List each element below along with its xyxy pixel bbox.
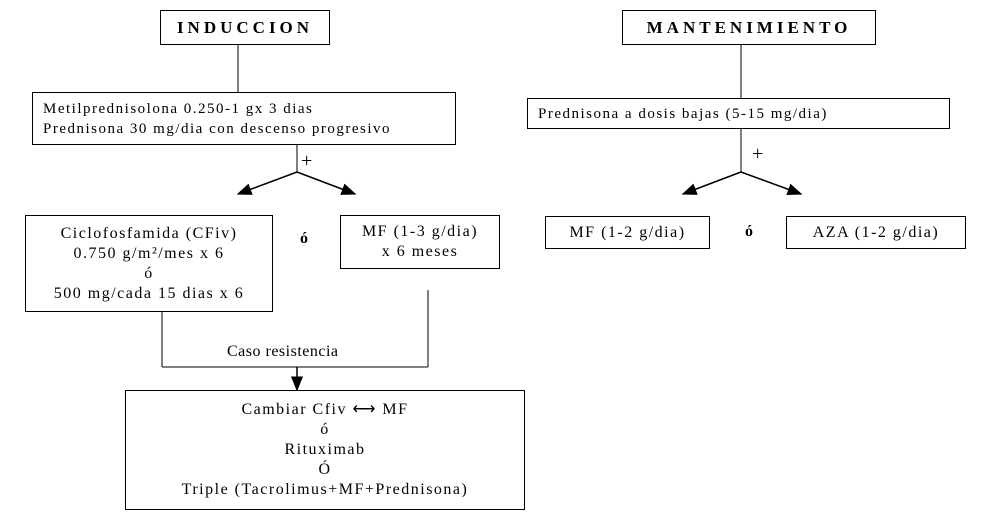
- induccion-initial-line: Metilprednisolona 0.250-1 gx 3 dias: [43, 100, 314, 117]
- mantenimiento-option-a-box: MF (1-2 g/dia): [545, 216, 710, 249]
- mantenimiento-initial-box: Prednisona a dosis bajas (5-15 mg/dia): [527, 98, 950, 129]
- induccion-title: INDUCCION: [160, 10, 330, 45]
- mantenimiento-or: ó: [745, 223, 754, 240]
- induccion-initial-box: Metilprednisolona 0.250-1 gx 3 dias Pred…: [32, 92, 456, 145]
- option-a-line: 500 mg/cada 15 dias x 6: [53, 284, 245, 302]
- mantenimiento-title: MANTENIMIENTO: [622, 10, 876, 45]
- resistance-option-line: Ó: [318, 461, 332, 478]
- split-arrow-left: [236, 171, 298, 195]
- option-b-line: x 6 meses: [381, 243, 459, 260]
- resistance-options-box: Cambiar Cfiv ⟷ MF ó Rituximab Ó Triple (…: [125, 390, 525, 510]
- induccion-or: ó: [300, 230, 309, 247]
- split-arrow-right: [740, 171, 803, 195]
- option-a-line: 0.750 g/m²/mes x 6: [73, 244, 225, 262]
- mantenimiento-plus: +: [752, 143, 765, 165]
- resistance-option-line: Rituximab: [284, 441, 366, 458]
- induccion-option-b-box: MF (1-3 g/dia) x 6 meses: [340, 215, 500, 269]
- mantenimiento-option-b-box: AZA (1-2 g/dia): [786, 216, 966, 249]
- option-a-line: Ciclofosfamida (CFiv): [60, 224, 238, 242]
- induccion-plus: +: [301, 150, 314, 172]
- resistance-label: Caso resistencia: [227, 343, 339, 360]
- induccion-initial-line: Prednisona 30 mg/dia con descenso progre…: [43, 120, 392, 137]
- resistance-option-line: Cambiar Cfiv ⟷ MF: [241, 401, 409, 418]
- resistance-option-line: ó: [320, 421, 330, 438]
- induccion-option-a-box: Ciclofosfamida (CFiv) 0.750 g/m²/mes x 6…: [25, 215, 273, 312]
- split-arrow-right: [296, 171, 357, 195]
- option-b-line: MF (1-3 g/dia): [361, 223, 479, 240]
- resistance-option-line: Triple (Tacrolimus+MF+Prednisona): [181, 481, 469, 498]
- split-arrow-left: [681, 171, 742, 195]
- option-a-line: ó: [144, 264, 154, 282]
